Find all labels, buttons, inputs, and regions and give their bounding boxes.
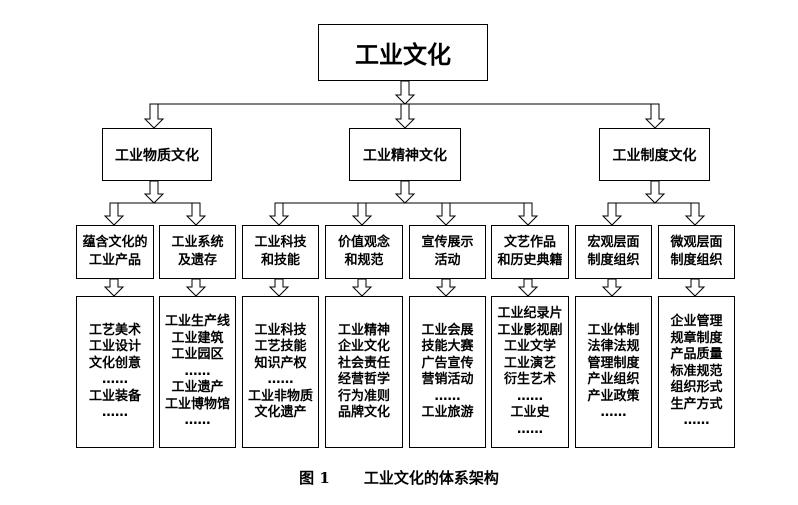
subcategory-label: 工业系统 及遗存 [171, 235, 224, 268]
subcategory-node: 文艺作品 和历史典籍 [491, 225, 569, 279]
subcategory-label: 微观层面 制度组织 [670, 235, 723, 268]
subcategory-label: 宣传展示 活动 [421, 235, 474, 268]
item-list-node: 企业管理 规章制度 产品质量 标准规范 组织形式 生产方式 …… [658, 296, 735, 448]
category-label: 工业制度文化 [612, 147, 697, 164]
down-arrow-icon [103, 202, 125, 226]
category-node-material: 工业物质文化 [102, 128, 212, 181]
item-list-text: 工业精神 企业文化 社会责任 经营哲学 行为准则 品牌文化 [337, 322, 390, 421]
down-arrow-icon [143, 180, 165, 204]
subcategory-label: 蕴含文化的 工业产品 [82, 235, 148, 268]
item-list-text: 工艺美术 工业设计 文化创意 …… 工业装备 …… [88, 322, 141, 421]
down-arrow-icon [435, 202, 457, 226]
down-arrow-icon [351, 202, 373, 226]
down-arrow-icon [517, 278, 539, 297]
item-list-node: 工艺美术 工业设计 文化创意 …… 工业装备 …… [76, 296, 154, 448]
down-arrow-icon [103, 278, 125, 297]
item-list-text: 工业纪录片 工业影视剧 工业文学 工业演艺 衍生艺术 …… 工业史 …… [497, 306, 563, 437]
category-label: 工业物质文化 [115, 147, 199, 164]
item-list-node: 工业生产线 工业建筑 工业园区 …… 工业遗产 工业博物馆 …… [159, 296, 236, 448]
subcategory-label: 宏观层面 制度组织 [587, 235, 640, 268]
subcategory-node: 宏观层面 制度组织 [575, 225, 652, 279]
down-arrow-icon [684, 202, 706, 226]
root-node-label: 工业文化 [355, 41, 451, 69]
down-arrow-icon [517, 202, 539, 226]
down-arrow-icon [185, 278, 207, 297]
subcategory-node: 宣传展示 活动 [409, 225, 486, 279]
item-list-text: 工业会展 技能大赛 广告宣传 营销活动 …… 工业旅游 [421, 322, 474, 421]
down-arrow-icon [601, 278, 623, 297]
down-arrow-icon [644, 103, 666, 129]
down-arrow-icon [394, 180, 416, 204]
item-list-text: 工业体制 法律法规 管理制度 产业组织 产业政策 …… [587, 322, 640, 421]
down-arrow-icon [601, 202, 623, 226]
down-arrow-icon [268, 278, 290, 297]
subcategory-node: 价值观念 和规范 [325, 225, 403, 279]
item-list-node: 工业科技 工艺技能 知识产权 …… 工业非物质 文化遗产 [242, 296, 319, 448]
item-list-node: 工业会展 技能大赛 广告宣传 营销活动 …… 工业旅游 [409, 296, 486, 448]
down-arrow-icon [394, 80, 416, 105]
subcategory-node: 工业系统 及遗存 [159, 225, 236, 279]
down-arrow-icon [143, 103, 165, 129]
subcategory-node: 蕴含文化的 工业产品 [76, 225, 154, 279]
category-node-institutional: 工业制度文化 [599, 128, 710, 181]
figure-number: 图 1 [299, 469, 330, 487]
down-arrow-icon [435, 278, 457, 297]
subcategory-node: 工业科技 和技能 [242, 225, 319, 279]
figure-title: 工业文化的体系架构 [363, 469, 499, 487]
category-node-spiritual: 工业精神文化 [349, 128, 461, 181]
item-list-text: 工业生产线 工业建筑 工业园区 …… 工业遗产 工业博物馆 …… [164, 314, 230, 429]
subcategory-node: 微观层面 制度组织 [658, 225, 735, 279]
subcategory-label: 价值观念 和规范 [337, 235, 390, 268]
subcategory-label: 工业科技 和技能 [254, 235, 307, 268]
down-arrow-icon [351, 278, 373, 297]
down-arrow-icon [268, 202, 290, 226]
item-list-text: 工业科技 工艺技能 知识产权 …… 工业非物质 文化遗产 [247, 322, 313, 421]
item-list-node: 工业纪录片 工业影视剧 工业文学 工业演艺 衍生艺术 …… 工业史 …… [491, 296, 569, 448]
down-arrow-icon [185, 202, 207, 226]
item-list-node: 工业精神 企业文化 社会责任 经营哲学 行为准则 品牌文化 [325, 296, 403, 448]
down-arrow-icon [644, 180, 666, 204]
item-list-text: 企业管理 规章制度 产品质量 标准规范 组织形式 生产方式 …… [670, 314, 723, 429]
category-label: 工业精神文化 [363, 147, 447, 164]
root-node: 工业文化 [318, 24, 488, 81]
down-arrow-icon [684, 278, 706, 297]
down-arrow-icon [394, 103, 416, 129]
figure-caption: 图 1 工业文化的体系架构 [0, 467, 798, 488]
item-list-node: 工业体制 法律法规 管理制度 产业组织 产业政策 …… [575, 296, 652, 448]
subcategory-label: 文艺作品 和历史典籍 [497, 235, 563, 268]
